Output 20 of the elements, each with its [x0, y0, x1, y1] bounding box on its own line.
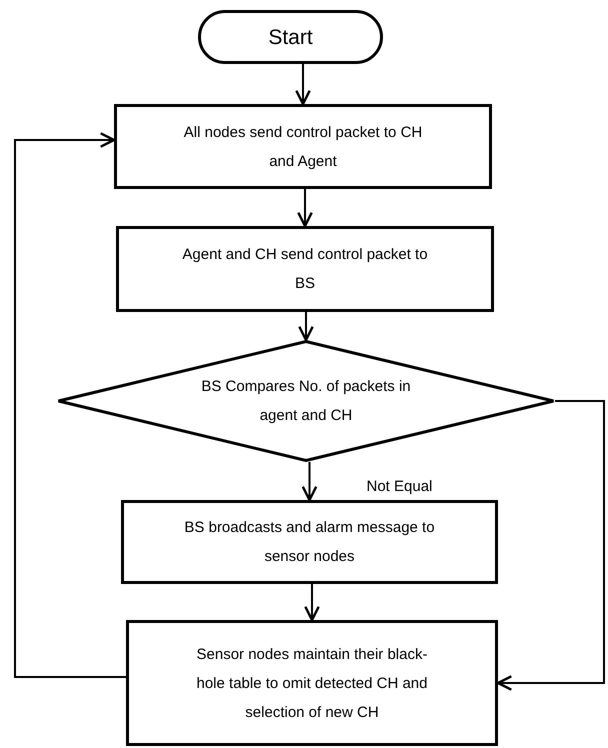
node-text: All nodes send control packet to CH and Agent: [182, 122, 424, 172]
node-text: BS Compares No. of packets in agent and CH: [200, 377, 412, 426]
process-box: [114, 104, 492, 189]
arrow: [297, 189, 313, 228]
node-text: Sensor nodes maintain their black-hole table to omit detected CH and selection of new CH: [196, 644, 428, 722]
node-text: BS broadcasts and alarm message to sensor nodes: [183, 518, 436, 567]
node-text: Start: [268, 24, 313, 50]
arrow: [298, 312, 314, 342]
process-box: [121, 500, 498, 584]
arrow: [295, 64, 311, 106]
start-terminal: [198, 10, 383, 64]
node-text: Agent and CH send control packet to BS: [181, 245, 429, 294]
process-box: [126, 620, 498, 746]
arrow: [304, 584, 320, 622]
process-box: [116, 226, 494, 312]
edge-label: Not Equal: [364, 478, 434, 496]
arrow: [14, 132, 126, 678]
arrow: [496, 400, 605, 691]
decision-diamond: [57, 340, 555, 462]
arrow: [302, 462, 318, 502]
